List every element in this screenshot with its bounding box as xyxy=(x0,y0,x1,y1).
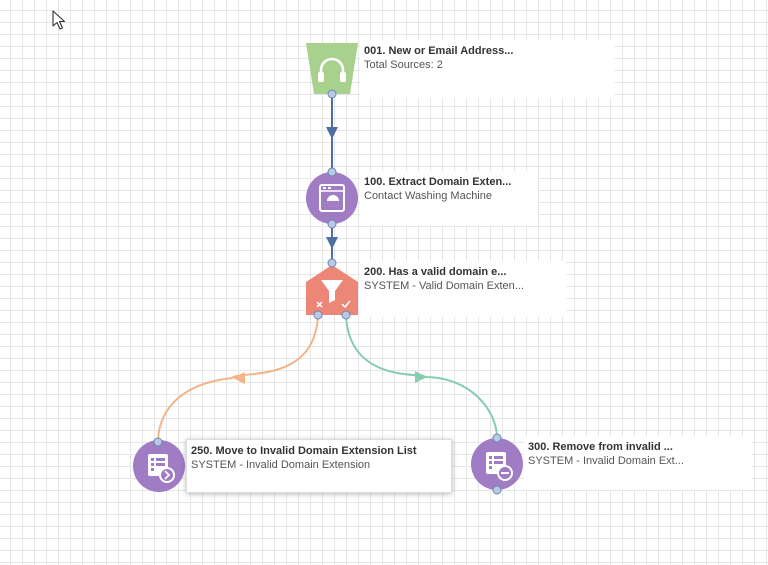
list-remove-icon xyxy=(486,452,513,481)
connector-no-branch[interactable] xyxy=(157,314,319,444)
node-100-title: 100. Extract Domain Exten... xyxy=(364,176,512,188)
node-100-action[interactable] xyxy=(306,172,358,224)
node-200-title: 200. Has a valid domain e... xyxy=(364,266,507,278)
node-300-subtitle: SYSTEM - Invalid Domain Ext... xyxy=(528,455,684,467)
mouse-cursor-icon xyxy=(52,10,66,30)
node-200-label[interactable]: 200. Has a valid domain e... SYSTEM - Va… xyxy=(360,261,566,317)
filter-accept-mark-icon xyxy=(341,300,351,309)
port-100-out[interactable] xyxy=(327,219,337,229)
node-250-action[interactable] xyxy=(133,440,185,492)
node-250-subtitle: SYSTEM - Invalid Domain Extension xyxy=(191,459,371,471)
node-001-title: 001. New or Email Address... xyxy=(364,45,514,57)
node-001-subtitle: Total Sources: 2 xyxy=(364,59,443,71)
port-200-out-yes[interactable] xyxy=(341,310,351,320)
port-001-out[interactable] xyxy=(327,89,337,99)
port-200-out-no[interactable] xyxy=(313,310,323,320)
source-node-shape xyxy=(306,43,358,94)
node-250-label[interactable]: 250. Move to Invalid Domain Extension Li… xyxy=(186,439,452,493)
node-100-label[interactable]: 100. Extract Domain Exten... Contact Was… xyxy=(360,171,538,225)
headphones-icon xyxy=(318,57,346,82)
node-250-title: 250. Move to Invalid Domain Extension Li… xyxy=(191,445,417,457)
node-300-title: 300. Remove from invalid ... xyxy=(528,441,673,453)
connector-no-branch-arrow xyxy=(233,372,245,384)
node-300-action[interactable] xyxy=(471,438,523,490)
node-200-subtitle: SYSTEM - Valid Domain Exten... xyxy=(364,280,524,292)
filter-funnel-icon xyxy=(321,280,343,303)
port-100-in[interactable] xyxy=(327,167,337,177)
node-100-subtitle: Contact Washing Machine xyxy=(364,190,492,202)
port-300-in[interactable] xyxy=(492,433,502,443)
list-move-icon xyxy=(148,454,175,483)
node-200-filter[interactable] xyxy=(306,265,358,315)
port-200-in[interactable] xyxy=(327,258,337,268)
node-300-label[interactable]: 300. Remove from invalid ... SYSTEM - In… xyxy=(524,436,752,490)
port-300-out[interactable] xyxy=(492,485,502,495)
node-001-label[interactable]: 001. New or Email Address... Total Sourc… xyxy=(360,40,614,98)
connector-arrow-001-100 xyxy=(326,127,338,139)
node-001-source[interactable] xyxy=(306,43,358,94)
filter-reject-mark-icon xyxy=(316,301,323,308)
washing-machine-icon xyxy=(319,184,345,212)
port-250-in[interactable] xyxy=(153,437,163,447)
connector-arrow-100-200 xyxy=(326,237,338,249)
connector-yes-branch-arrow xyxy=(415,371,427,383)
